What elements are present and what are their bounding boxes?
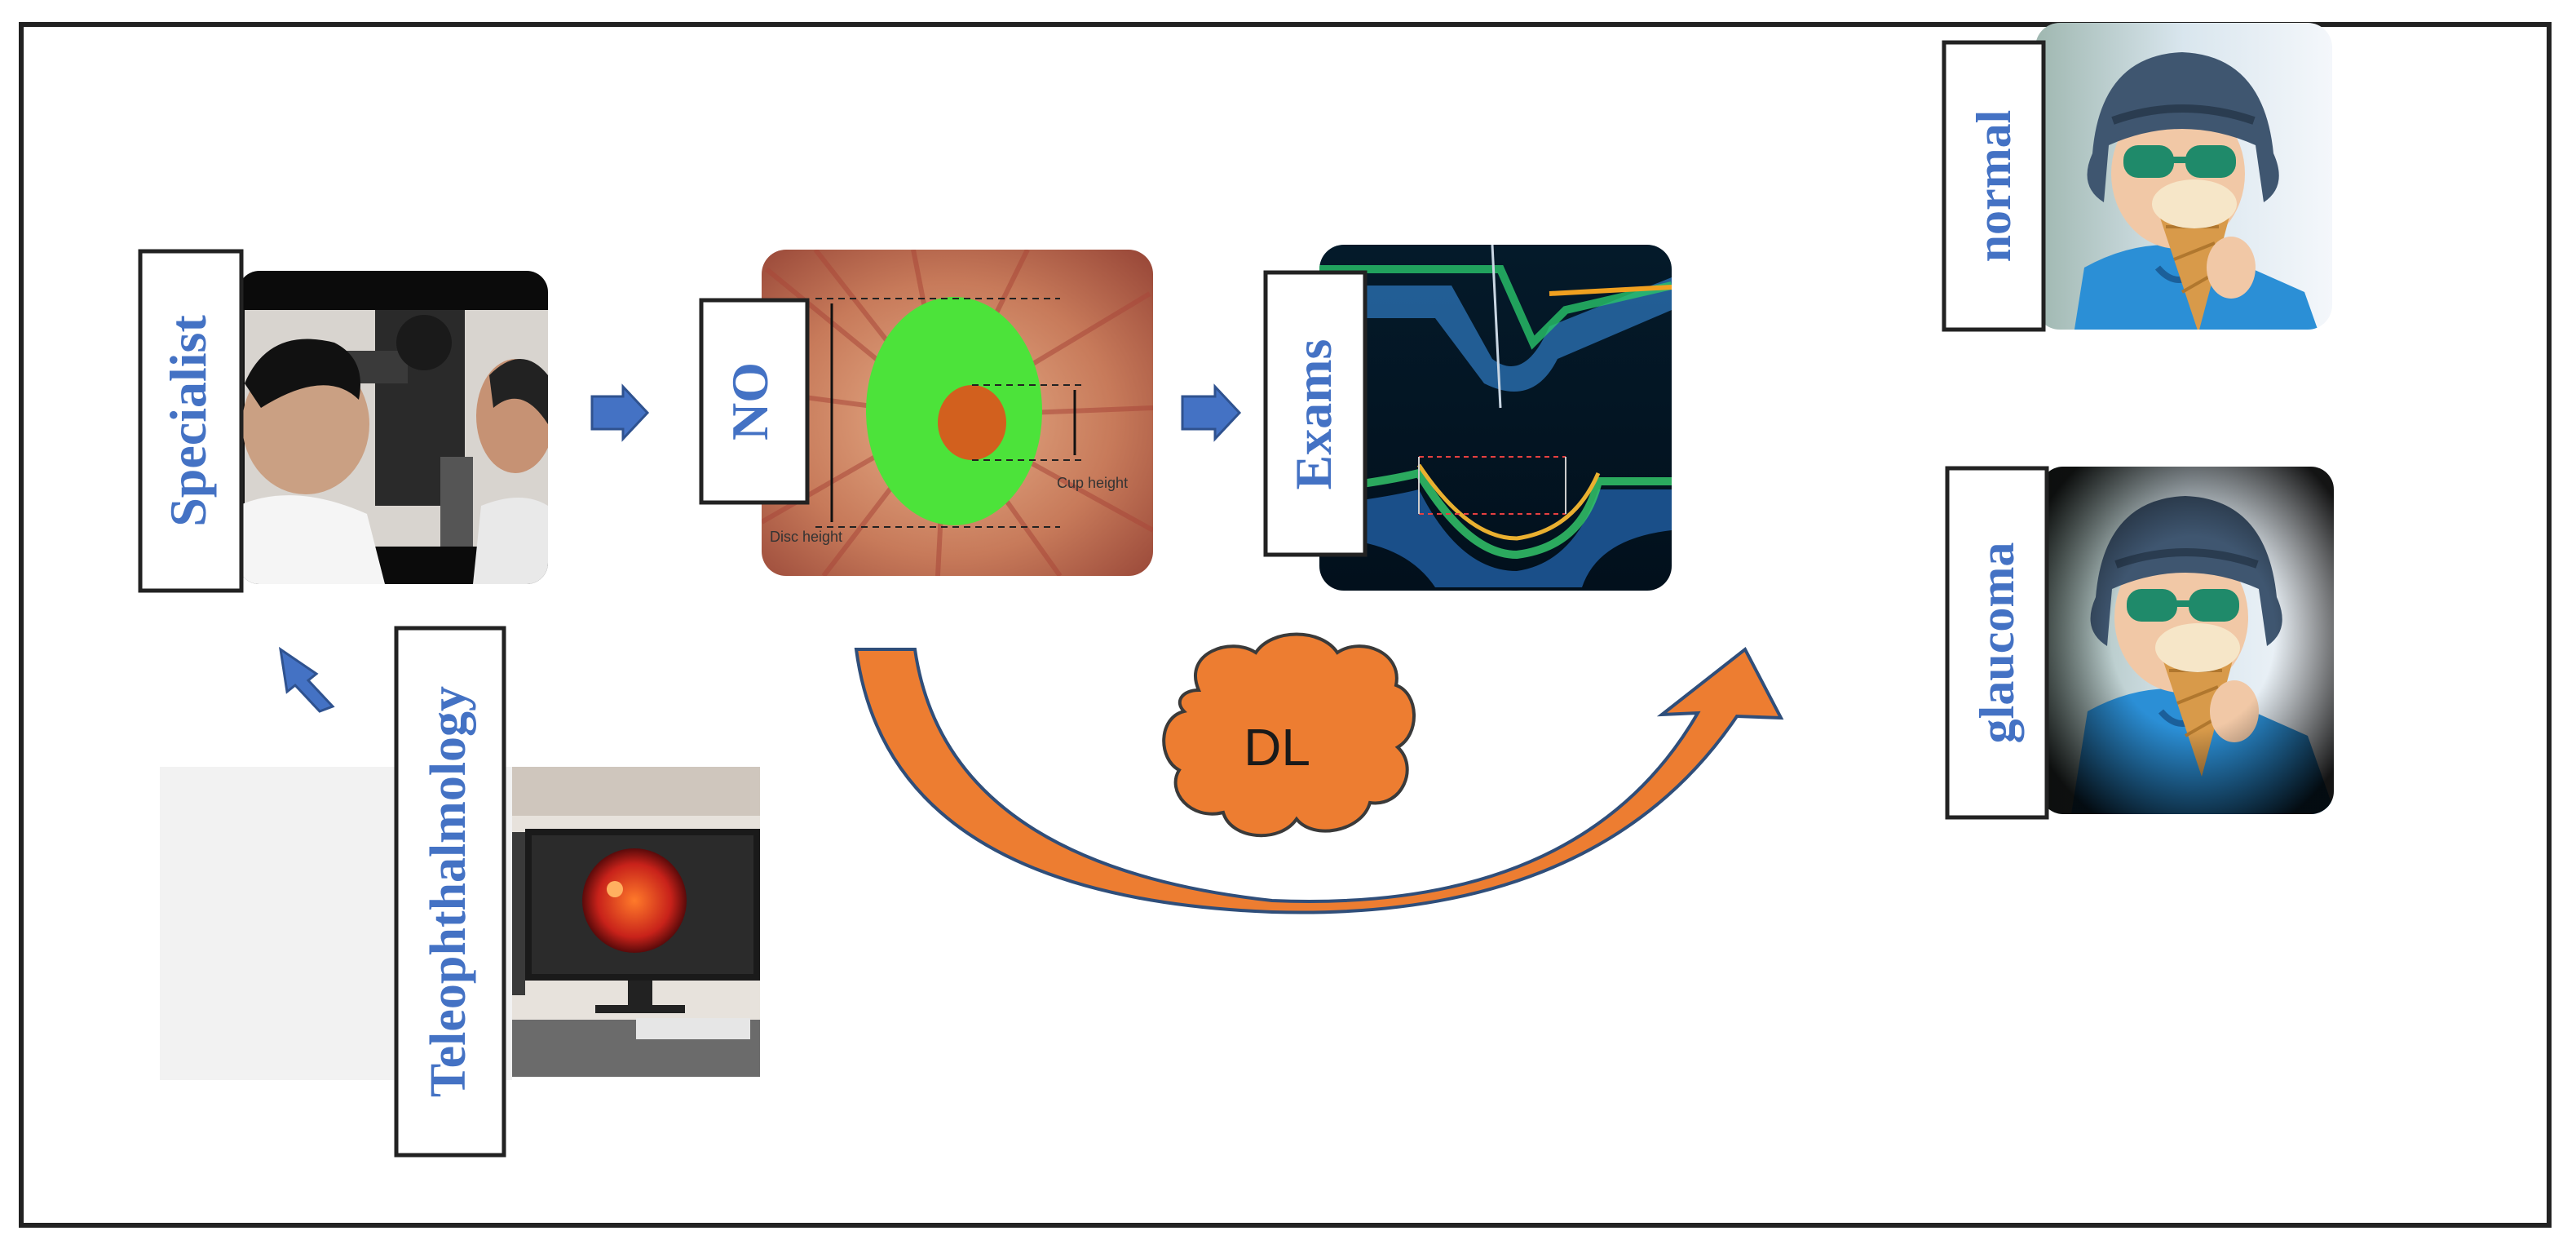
teleophthalmology-label-box: Teleophthalmology [394, 626, 506, 1158]
optic-nerve-image: Cup height Disc height [762, 250, 1153, 576]
specialist-photo [238, 271, 548, 584]
curved-up-arrow-icon [854, 646, 1784, 914]
optic-cup-overlay [938, 385, 1006, 460]
cloud-icon [1162, 632, 1416, 838]
oct-exam-image [1319, 245, 1672, 591]
glaucoma-child-image [2040, 467, 2334, 814]
disc-height-annotation: Disc height [770, 529, 842, 545]
normal-label: normal [1967, 110, 2021, 263]
glaucoma-label-box: glaucoma [1945, 466, 2049, 820]
glaucoma-label: glaucoma [1970, 542, 2024, 744]
block-arrow-icon [1181, 383, 1242, 442]
normal-child-image [2035, 23, 2332, 370]
specialist-label-box: Specialist [138, 249, 244, 593]
exams-label: Exams [1284, 339, 1342, 490]
specialist-label: Specialist [159, 315, 217, 527]
dl-label: DL [1244, 718, 1310, 777]
no-label: NO [721, 362, 779, 441]
block-arrow-icon [278, 646, 335, 713]
normal-label-box: normal [1942, 40, 2046, 332]
cup-height-annotation: Cup height [1057, 475, 1128, 491]
outer-border [19, 22, 2552, 1228]
dl-cloud: DL [1162, 632, 1416, 838]
exams-label-box: Exams [1263, 270, 1368, 557]
teleophthalmology-photo [512, 767, 760, 1077]
teleophthalmology-label: Teleophthalmology [421, 686, 476, 1097]
block-arrow-icon [590, 383, 650, 442]
no-label-box: NO [699, 298, 810, 505]
